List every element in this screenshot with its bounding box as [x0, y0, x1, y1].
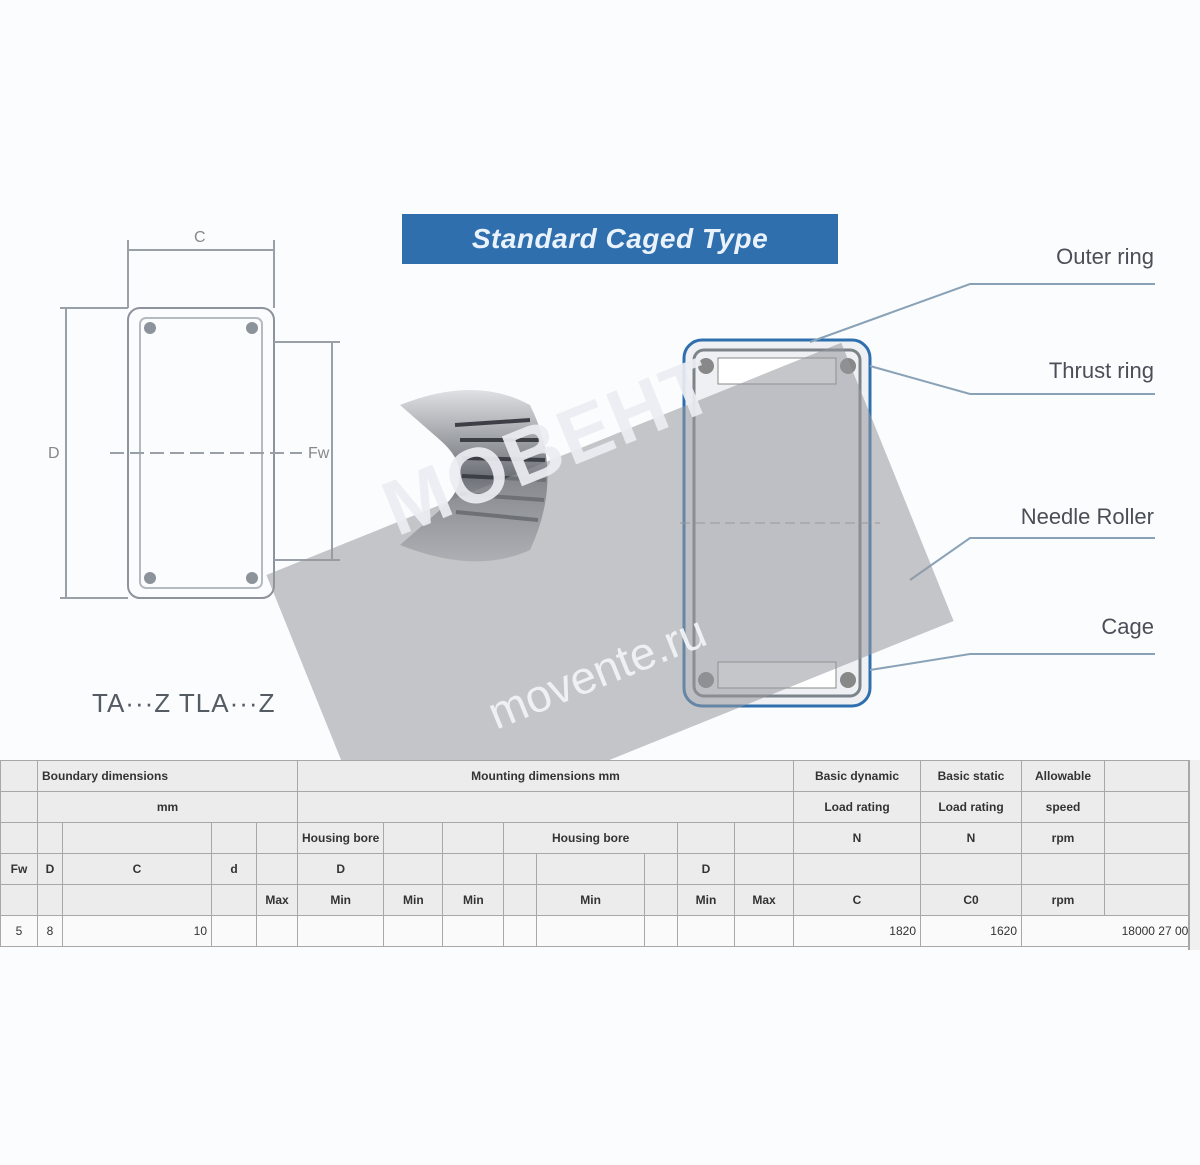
hdr-n: N [793, 822, 921, 854]
col-c0-rating: C0 [920, 884, 1022, 916]
cell-speed: 18000 27 000 [1021, 915, 1200, 947]
hdr-n-2: N [920, 822, 1022, 854]
dim-d-label: D [48, 445, 60, 462]
cell-basic-dyn: 1820 [793, 915, 921, 947]
col-min4: Min [536, 884, 646, 916]
col-fw: Fw [0, 853, 38, 885]
col-max: Max [256, 884, 298, 916]
next-table-edge [1188, 760, 1200, 950]
hdr-housing-2: Housing bore [503, 822, 678, 854]
dim-fw-label: Fw [308, 445, 330, 462]
col-min2: Min [383, 884, 444, 916]
col-d: D [37, 853, 63, 885]
hdr-speed: speed [1021, 791, 1105, 823]
hdr-load-rating-2: Load rating [920, 791, 1022, 823]
callout-cage: Cage [1101, 614, 1154, 639]
col-min3: Min [442, 884, 505, 916]
callout-thrust-ring: Thrust ring [1048, 358, 1154, 383]
cell-basic-stat: 1620 [920, 915, 1022, 947]
spec-table: Boundary dimensions Mounting dimensions … [0, 760, 1200, 947]
cell-c: 10 [62, 915, 212, 947]
title-banner: Standard Caged Type [402, 214, 838, 264]
hdr-rpm: rpm [1021, 822, 1105, 854]
hdr-mounting: Mounting dimensions mm [297, 760, 794, 792]
callout-needle-roller: Needle Roller [1020, 504, 1154, 529]
col-rpm: rpm [1021, 884, 1105, 916]
col-d3: D [296, 853, 385, 885]
cell-d: 8 [37, 915, 63, 947]
col-max2: Max [734, 884, 794, 916]
callout-leaders [809, 283, 1155, 671]
callout-outer-ring: Outer ring [1056, 244, 1154, 269]
dimension-drawing: C D Fw [48, 229, 340, 599]
hdr-allowable: Allowable [1021, 760, 1105, 792]
hdr-load-rating: Load rating [793, 791, 921, 823]
hdr-boundary: Boundary dimensions [37, 760, 298, 792]
col-d4: D [677, 853, 735, 885]
col-min5: Min [677, 884, 735, 916]
col-min: Min [296, 884, 385, 916]
hdr-mm: mm [37, 791, 298, 823]
hdr-basic-stat: Basic static [920, 760, 1022, 792]
hdr-basic-dyn: Basic dynamic [793, 760, 921, 792]
cell-fw: 5 [0, 915, 38, 947]
dim-c-label: C [194, 229, 206, 246]
col-c-rating: C [793, 884, 921, 916]
col-d2: d [211, 853, 257, 885]
col-c: C [62, 853, 212, 885]
types-label: TA···Z TLA···Z [92, 688, 276, 718]
hdr-housing: Housing bore [296, 822, 385, 854]
